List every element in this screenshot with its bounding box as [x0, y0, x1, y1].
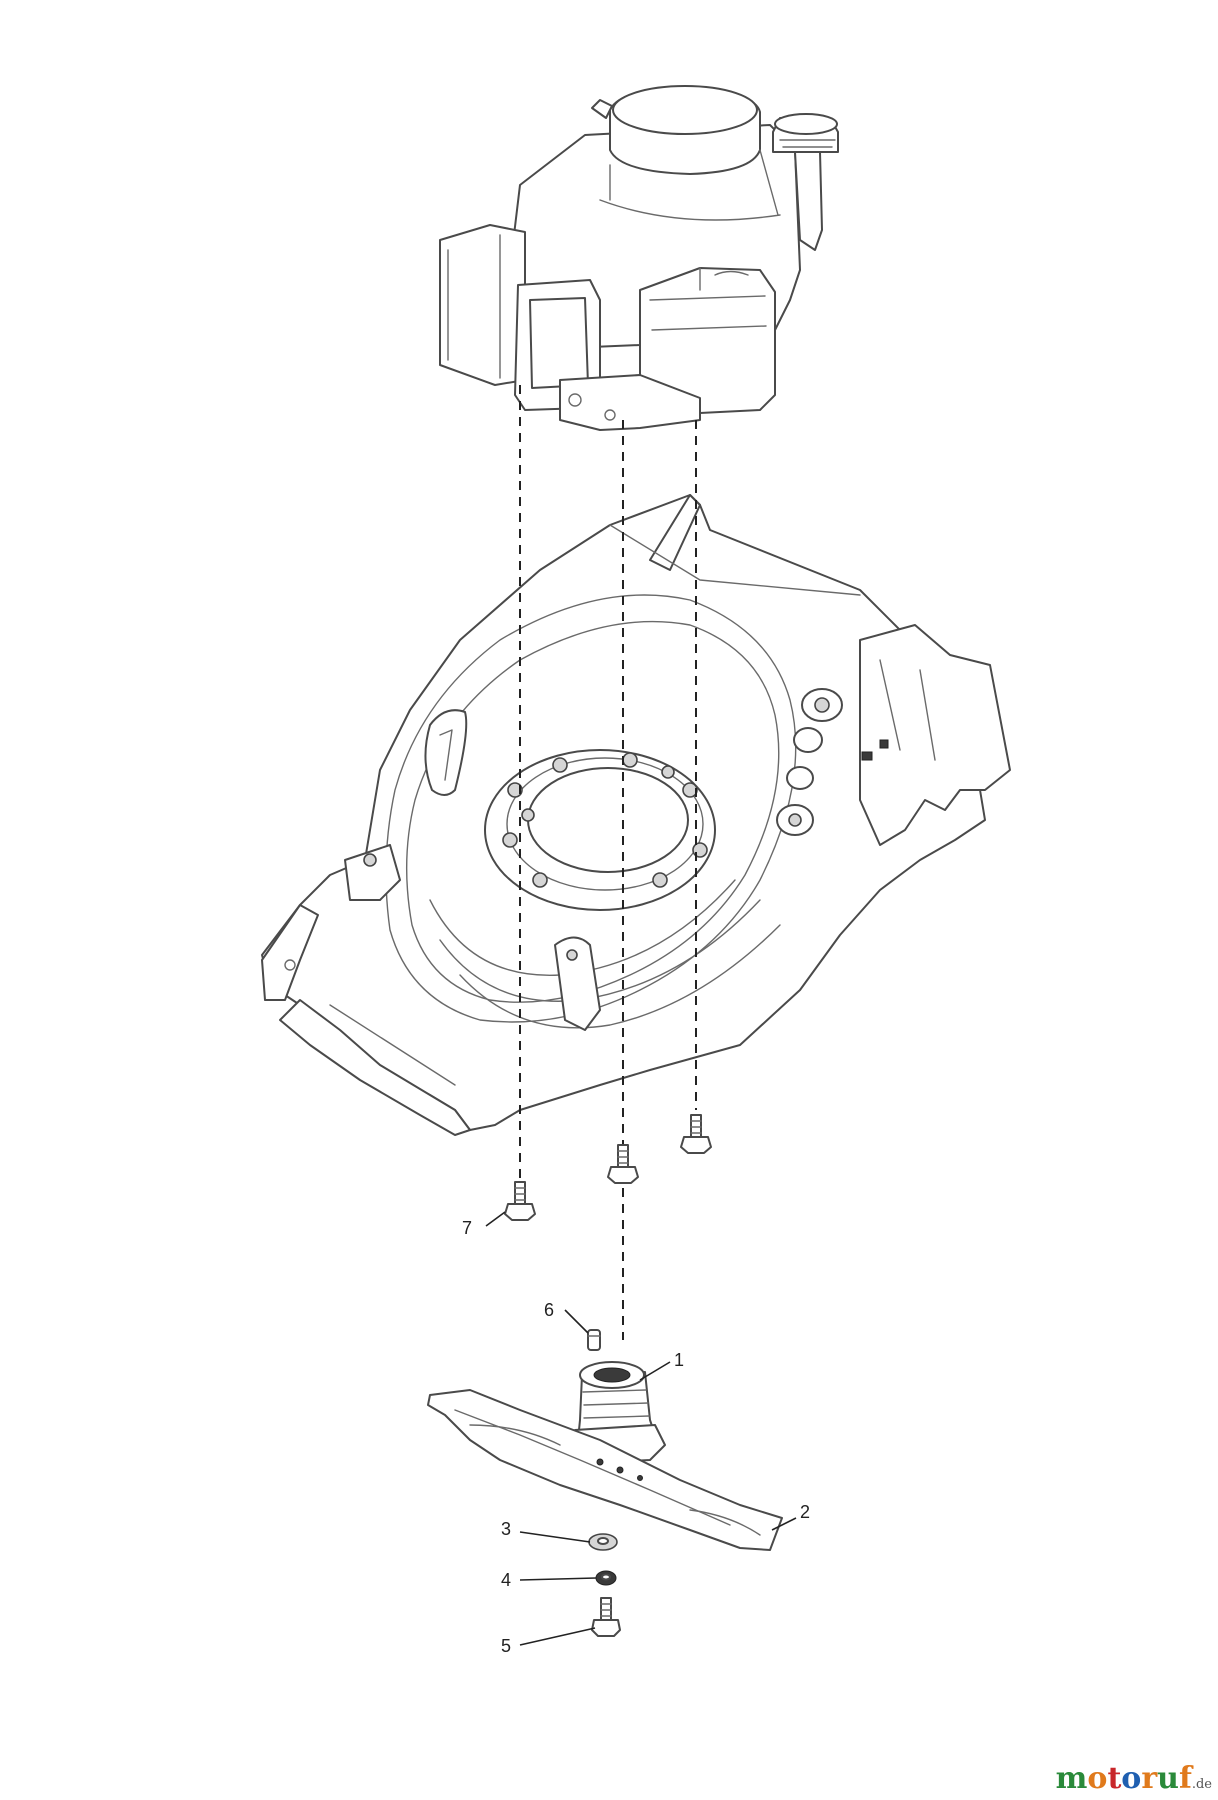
watermark-letter: t — [1107, 1761, 1122, 1796]
deck-bolt-center — [607, 1144, 639, 1184]
cutting-blade — [427, 1389, 783, 1551]
engine — [439, 85, 839, 431]
watermark-letter: o — [1121, 1761, 1142, 1796]
watermark-logo: motoruf.de — [1056, 1761, 1212, 1796]
ring-bosses — [502, 752, 708, 888]
blade-bolt — [591, 1597, 621, 1637]
deck-bolt-right — [680, 1114, 712, 1154]
watermark-tld: .de — [1191, 1777, 1212, 1792]
callout-2: 2 — [800, 1502, 810, 1522]
callout-7: 7 — [462, 1218, 472, 1238]
watermark-letter: m — [1055, 1761, 1088, 1796]
woodruff-key — [587, 1329, 601, 1351]
watermark-letter: r — [1141, 1761, 1158, 1796]
callout-5: 5 — [501, 1636, 511, 1656]
lock-washer — [595, 1570, 617, 1586]
blade-adapter — [569, 1361, 666, 1464]
watermark-letters: motoruf — [1056, 1761, 1192, 1796]
callout-1: 1 — [674, 1350, 684, 1370]
washer — [588, 1533, 618, 1551]
watermark-letter: f — [1178, 1761, 1192, 1796]
callout-4: 4 — [501, 1570, 511, 1590]
callout-6: 6 — [544, 1300, 554, 1320]
watermark-letter: o — [1087, 1761, 1108, 1796]
leader-lines — [485, 1211, 797, 1646]
deck-bolt-left — [504, 1181, 536, 1221]
alignment-lines — [519, 385, 697, 1340]
watermark-letter: u — [1157, 1761, 1179, 1796]
mower-deck — [261, 494, 1011, 1136]
callouts: 7 6 1 2 3 4 5 — [462, 1218, 810, 1656]
callout-3: 3 — [501, 1519, 511, 1539]
